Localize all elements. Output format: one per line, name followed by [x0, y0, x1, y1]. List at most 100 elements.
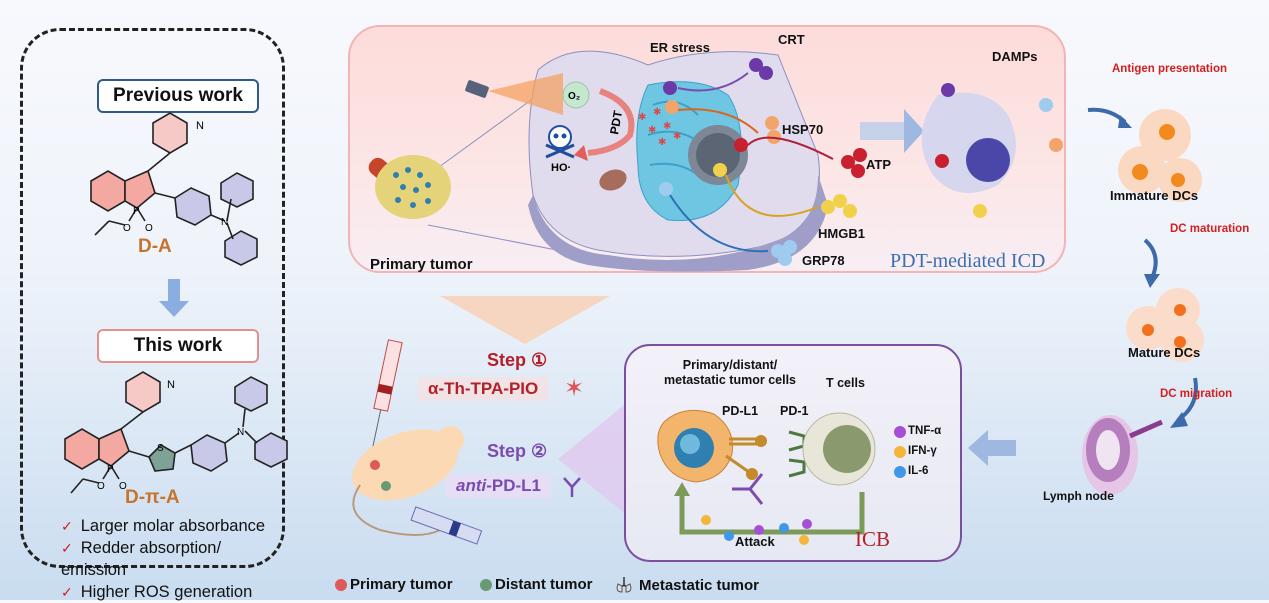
d-pi-a-molecule-structure: N S P O O N: [64, 371, 288, 494]
atp-label: ATP: [866, 157, 892, 172]
t-cells-label: T cells: [826, 376, 865, 390]
check-icon: ✓: [61, 540, 73, 556]
o2-label: O₂: [568, 91, 580, 102]
d-a-molecule-structure: N P O O N: [90, 112, 258, 266]
photosensitizer-star-icon: ✶: [564, 375, 585, 402]
mature-dcs-icon: [1126, 288, 1204, 362]
left-arrow-icon: [968, 430, 1016, 466]
this-work-label: This work: [97, 329, 259, 363]
chemistry-comparison-panel: Previous work N P O O N D-A This work: [20, 28, 288, 601]
phosphole-ring: [98, 427, 130, 467]
primary-tumor-label: Primary tumor: [370, 256, 473, 273]
svg-text:✱: ✱: [663, 121, 671, 132]
phenyl-ring-b: [224, 230, 258, 266]
ifn-gamma-label: IFN-γ: [908, 445, 937, 457]
tumor-cells-label: Primary/distant/ metastatic tumor cells: [664, 358, 796, 387]
advantage-item: ✓Redder absorption/ emission: [61, 539, 222, 579]
tumor-cell-icon: [657, 409, 734, 483]
dc-flow-illustration: [1082, 107, 1204, 495]
ifn-gamma-dot: [894, 446, 906, 458]
pyridine-ring: [125, 371, 161, 413]
il-6-dot: [894, 466, 906, 478]
nitrogen-atom-label: N: [221, 217, 228, 228]
laser-device-icon: [465, 80, 489, 98]
phosphole-ring: [124, 169, 156, 209]
pdt-arrow: [587, 88, 635, 156]
previous-work-label: Previous work: [97, 79, 259, 113]
icb-title: ICB: [855, 527, 891, 551]
step-1-label: Step ①: [487, 350, 548, 370]
svg-text:✱: ✱: [638, 112, 646, 123]
advantage-item: ✓Higher ROS generation: [61, 583, 253, 601]
lymph-node-label: Lymph node: [1043, 489, 1114, 503]
dc-migration-label: DC migration: [1160, 388, 1233, 400]
icd-illustration: O₂ PDT HO· ✱✱ ✱✱ ✱✱: [368, 50, 1063, 272]
oxygen-atom-label: O: [119, 481, 127, 492]
svg-text:✱: ✱: [653, 107, 661, 118]
purple-triangle: [558, 405, 624, 513]
primary-tumor-dot: [335, 578, 347, 591]
step-2-label: Step ②: [487, 441, 548, 461]
hmgb1-label: HMGB1: [818, 226, 865, 241]
damps-label: DAMPs: [992, 49, 1038, 64]
hsp70-label: HSP70: [782, 122, 824, 137]
skull-crossbones-icon: [545, 125, 575, 159]
advantage-item: ✓Larger molar absorbance: [61, 517, 266, 535]
nitrogen-atom-label: N: [237, 427, 244, 438]
lymph-node-icon: [1082, 415, 1164, 495]
syringe-icon: [410, 506, 483, 545]
thiophene-ring: [148, 444, 176, 472]
tnf-alpha-label: TNF-α: [908, 425, 942, 437]
pyridine-ring: [152, 112, 188, 154]
photosensitizer-stars: ✱✱ ✱✱ ✱✱: [638, 107, 681, 148]
icb-illustration: [657, 409, 906, 545]
mouse-icon: [352, 426, 464, 536]
crt-label: CRT: [778, 32, 805, 47]
grp78-label: GRP78: [802, 253, 845, 268]
svg-text:✱: ✱: [673, 131, 681, 142]
phosphorus-atom-label: P: [107, 464, 114, 475]
sulfur-atom-label: S: [157, 443, 164, 454]
oxygen-atom-label: O: [123, 223, 131, 234]
pd-1-receptor: [788, 430, 806, 478]
advantages-list: ✓Larger molar absorbance ✓Redder absorpt…: [61, 515, 282, 603]
nitrogen-atom-label: N: [167, 379, 175, 391]
phenyl-ring: [174, 187, 212, 226]
mitochondrion-icon: [599, 169, 627, 191]
check-icon: ✓: [61, 584, 73, 600]
attack-label: Attack: [735, 534, 775, 549]
distant-tumor-dot: [480, 578, 492, 591]
t-cell-icon: [802, 412, 876, 486]
funnel-triangle: [440, 296, 610, 344]
er-stress-label: ER stress: [650, 40, 710, 55]
down-arrow-icon: [159, 279, 189, 317]
svg-text:✱: ✱: [658, 137, 666, 148]
legend-metastatic-tumor: Metastatic tumor: [615, 576, 759, 594]
oxygen-atom-label: O: [97, 481, 105, 492]
phenyl-ring-b: [254, 432, 288, 468]
check-icon: ✓: [61, 518, 73, 534]
antibody-icon: [732, 473, 764, 505]
tnf-alpha-dot: [894, 426, 906, 438]
phosphorus-atom-label: P: [133, 206, 140, 217]
anti-pd-l1-label: anti-PD-L1: [446, 474, 552, 498]
immature-dcs-label: Immature DCs: [1110, 188, 1199, 203]
attack-arrow: [679, 492, 865, 535]
pd-l1-label: PD-L1: [722, 404, 759, 418]
mouse-treatment-illustration: [352, 339, 483, 545]
dying-cell: [921, 92, 1016, 193]
legend-distant-tumor: Distant tumor: [480, 576, 593, 593]
d-a-label: D-A: [138, 236, 172, 257]
hydroxyl-radical-label: HO·: [551, 162, 571, 174]
primary-tumor-illustration: [368, 155, 451, 219]
benzo-ring: [90, 170, 126, 212]
antibody-icon: [563, 477, 581, 497]
d-pi-a-label: D-π-A: [125, 487, 180, 508]
lungs-icon: [616, 577, 632, 593]
mature-dcs-label: Mature DCs: [1128, 345, 1201, 360]
benzo-ring: [64, 428, 100, 470]
oxygen-atom-label: O: [145, 223, 153, 234]
laser-beam: [488, 73, 563, 115]
pd-1-label: PD-1: [780, 404, 809, 418]
nitrogen-atom-label: N: [196, 120, 204, 132]
